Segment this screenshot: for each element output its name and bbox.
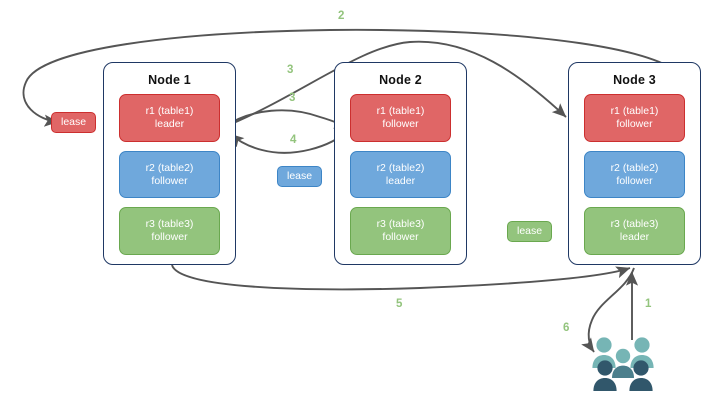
replica-role: follower [616,174,653,187]
replica-name: r1 (table1) [376,104,425,117]
replica-r1[interactable]: r1 (table1) leader [119,94,220,142]
replica-role: follower [616,117,653,130]
step-label-2: 2 [338,10,345,22]
replica-name: r1 (table1) [145,104,194,117]
node-card-node-3[interactable]: Node 3 r1 (table1) follower r2 (table2) … [568,62,701,265]
replica-r2[interactable]: r2 (table2) follower [584,150,685,199]
replica-role: follower [151,174,188,187]
node-title: Node 1 [148,73,191,87]
step-label-4: 4 [290,134,297,146]
lease-badge-green[interactable]: lease [507,221,553,242]
replica-name: r1 (table1) [610,104,659,117]
replica-name: r3 (table3) [610,218,659,231]
replica-role: follower [382,117,419,130]
replica-role: leader [154,117,185,130]
edge-3-node1-to-node2 [223,109,349,129]
replica-r3[interactable]: r3 (table3) follower [119,207,220,256]
replica-name: r2 (table2) [376,161,425,174]
step-label-1: 1 [645,298,652,310]
replica-name: r2 (table2) [145,161,194,174]
step-label-3-upper: 3 [287,64,294,76]
node-title: Node 2 [379,73,422,87]
replica-role: leader [385,174,416,187]
replica-r2[interactable]: r2 (table2) follower [119,150,220,199]
node-card-node-1[interactable]: Node 1 r1 (table1) leader r2 (table2) fo… [103,62,236,265]
replica-name: r3 (table3) [376,218,425,231]
replica-name: r3 (table3) [145,218,194,231]
step-label-5: 5 [396,298,403,310]
node-card-node-2[interactable]: Node 2 r1 (table1) follower r2 (table2) … [334,62,467,265]
replica-r3[interactable]: r3 (table3) leader [584,207,685,256]
node-title: Node 3 [613,73,656,87]
edge-5-node1-to-node3 [171,264,631,291]
step-label-6: 6 [563,322,570,334]
replica-name: r2 (table2) [610,161,659,174]
users-group-icon [590,335,662,393]
replica-role: follower [151,231,188,244]
replica-r3[interactable]: r3 (table3) follower [350,207,451,256]
replica-r2[interactable]: r2 (table2) leader [350,150,451,199]
replica-r1[interactable]: r1 (table1) follower [584,94,685,142]
replica-role: follower [382,231,419,244]
lease-badge-red[interactable]: lease [51,112,97,133]
lease-badge-blue[interactable]: lease [277,166,323,187]
step-label-3-lower: 3 [289,92,296,104]
replica-r1[interactable]: r1 (table1) follower [350,94,451,142]
replica-role: leader [619,231,650,244]
